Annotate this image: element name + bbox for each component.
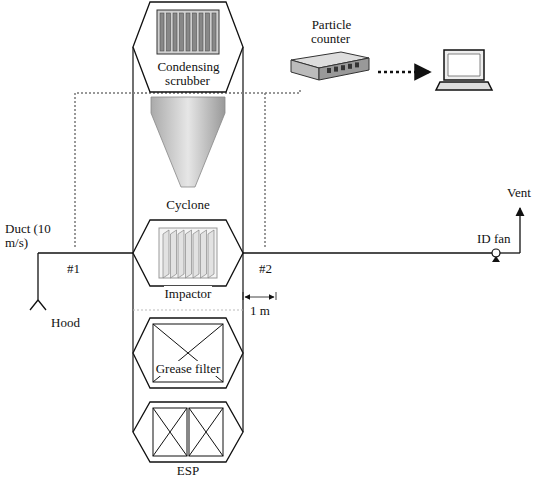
node-label-wrap: Particle counter [296,18,366,46]
node-label-wrap: Impactor [138,287,238,301]
node-label: Grease filter [155,361,222,376]
grease-filter-box: Grease filter [133,318,243,390]
scrubber-box: Condensing scrubber [133,2,243,94]
fan-symbol [492,249,500,257]
node-label: Cyclone [165,197,210,212]
node-label-wrap: Condensing scrubber [143,60,233,88]
hood-symbol [30,300,46,310]
fan-symbol [492,256,500,262]
duct-line [500,252,520,253]
cyclone-shape: Cyclone [133,95,243,217]
laptop-icon [436,50,492,90]
dimension-line [245,297,274,298]
duct-label: Duct (10 m/s) [4,222,68,250]
internal-illustration [153,324,223,382]
dimension-label: 1 m [249,304,271,318]
node-label-wrap: Grease filter [138,362,238,376]
impactor-box: Impactor [133,220,243,304]
sampling-line [264,93,266,247]
duct-line [37,253,38,300]
node-label-wrap: ESP [138,464,238,478]
duct-line [243,252,492,253]
counter-device [291,52,369,80]
hood-label: Hood [50,316,81,330]
node-outline [133,318,243,390]
internal-illustration [153,408,223,456]
esp-box: ESP [133,402,243,482]
internal-illustration [157,10,219,54]
particle-counter: Particle counter [285,18,377,88]
vent-label: Vent [506,186,532,200]
data-arrow [378,71,430,74]
fan-label: ID fan [476,232,512,246]
frame-line [132,47,133,432]
dimension-line [276,292,277,300]
duct-line [38,252,133,253]
node-label: Impactor [164,286,213,301]
node-label-wrap: Cyclone [138,198,238,212]
node-label: Particle counter [311,17,352,46]
position-label: #2 [258,262,273,276]
position-label: #1 [66,262,81,276]
dimension-line [243,292,244,300]
separator-line [133,310,243,311]
node-label: ESP [176,463,200,478]
internal-illustration [159,228,217,278]
frame-line [242,47,243,432]
node-label: Condensing scrubber [156,59,219,88]
vent-arrow [519,208,520,253]
